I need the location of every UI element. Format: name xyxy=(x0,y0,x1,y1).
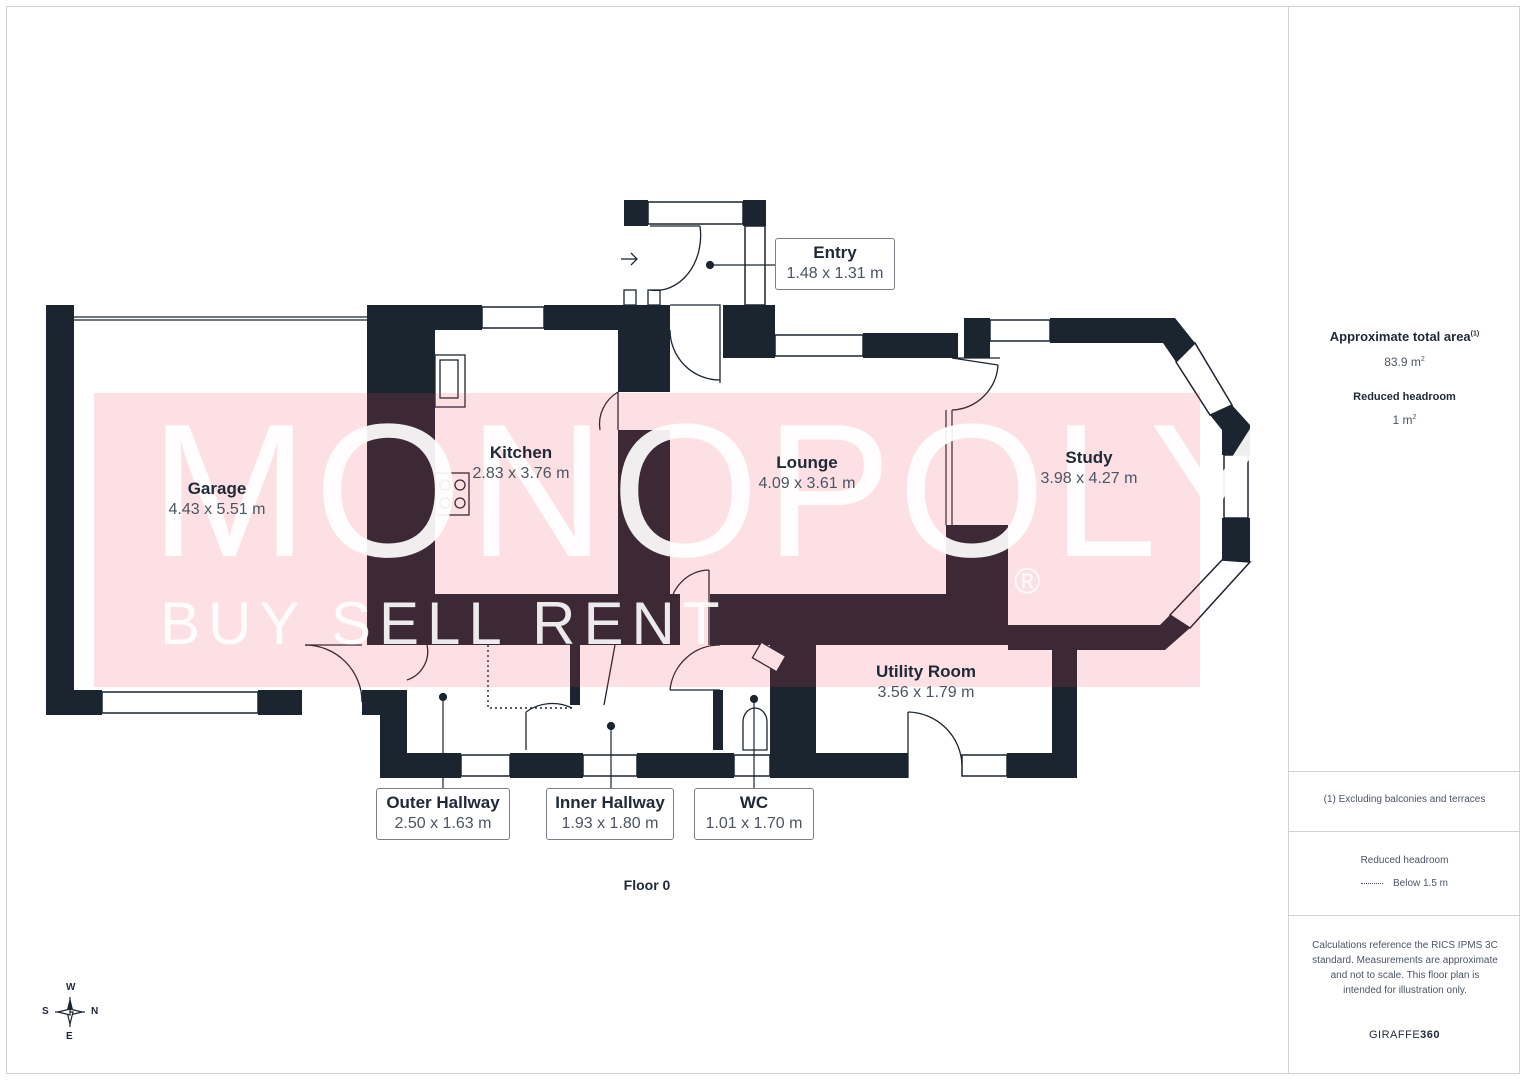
reduced-unit-sup: 2 xyxy=(1412,414,1417,421)
hob-icon xyxy=(434,472,470,516)
room-entry: Entry 1.48 x 1.31 m xyxy=(775,238,895,290)
watermark-tagline: BUY SELL RENT xyxy=(160,590,728,657)
disclaimer: Calculations reference the RICS IPMS 3C … xyxy=(1312,940,1498,996)
area-title: Approximate total area(1) xyxy=(1289,329,1520,344)
legend-item-text: Below 1.5 m xyxy=(1392,878,1449,889)
room-name: Lounge xyxy=(776,453,838,472)
label-leaders xyxy=(438,260,777,789)
room-name: Inner Hallway xyxy=(555,793,665,812)
legend-title: Reduced headroom xyxy=(1360,855,1449,866)
room-wc: WC 1.01 x 1.70 m xyxy=(694,788,814,840)
compass-east: E xyxy=(66,1031,73,1042)
walls xyxy=(46,200,1250,778)
area-value-text: 83.9 m xyxy=(1384,355,1421,369)
divider xyxy=(1289,771,1520,772)
reduced-value-text: 1 m xyxy=(1392,413,1413,427)
room-dims: 1.01 x 1.70 m xyxy=(705,815,803,832)
room-name: Utility Room xyxy=(875,662,977,681)
room-study: Study 3.98 x 4.27 m xyxy=(989,447,1189,490)
room-name: WC xyxy=(739,793,769,812)
divider xyxy=(1289,831,1520,832)
area-unit-sup: 2 xyxy=(1420,356,1425,363)
room-utility: Utility Room 3.56 x 1.79 m xyxy=(826,661,1026,704)
area-value: 83.9 m2 xyxy=(1289,355,1520,369)
room-lounge: Lounge 4.09 x 3.61 m xyxy=(707,452,907,495)
info-sidebar: Approximate total area(1) 83.9 m2 Reduce… xyxy=(1288,6,1520,1074)
doors xyxy=(304,225,999,778)
basin-icon xyxy=(751,641,787,673)
reduced-headroom-title: Reduced headroom xyxy=(1353,391,1456,403)
divider xyxy=(1289,915,1520,916)
windows xyxy=(101,201,1252,777)
brand-light: GIRAFFE xyxy=(1368,1029,1421,1041)
compass-north: N xyxy=(91,1006,99,1017)
room-name: Kitchen xyxy=(489,443,553,462)
room-dims: 3.98 x 4.27 m xyxy=(1040,470,1138,487)
room-dims: 4.43 x 5.51 m xyxy=(168,501,266,518)
room-dims: 2.50 x 1.63 m xyxy=(394,815,492,832)
toilet-icon xyxy=(742,707,768,751)
footnote: (1) Excluding balconies and terraces xyxy=(1323,794,1486,805)
watermark-brand: MONOPOLY xyxy=(150,385,1282,597)
watermark-registered: ® xyxy=(1014,560,1041,601)
compass-west: W xyxy=(66,982,76,993)
floor-plan xyxy=(46,200,1252,1027)
dotted-line-icon xyxy=(1360,882,1383,884)
room-garage: Garage 4.43 x 5.51 m xyxy=(117,478,317,521)
room-dims: 1.93 x 1.80 m xyxy=(561,815,659,832)
room-dims: 3.56 x 1.79 m xyxy=(877,684,975,701)
brand-bold: 360 xyxy=(1420,1029,1441,1041)
thin-lines xyxy=(74,316,1000,525)
floor-label: Floor 0 xyxy=(623,877,671,893)
fixtures xyxy=(434,354,787,751)
room-name: Garage xyxy=(187,479,247,498)
legend-item: Below 1.5 m xyxy=(1289,878,1520,889)
entrance-arrow-icon xyxy=(621,252,638,266)
room-outer-hallway: Outer Hallway 2.50 x 1.63 m xyxy=(376,788,510,840)
reduced-headroom-line xyxy=(487,645,572,709)
room-dims: 1.48 x 1.31 m xyxy=(786,265,884,282)
room-name: Entry xyxy=(813,243,857,262)
room-dims: 2.83 x 3.76 m xyxy=(472,465,570,482)
room-name: Outer Hallway xyxy=(386,793,500,812)
compass-icon xyxy=(55,997,85,1027)
area-footnote-mark: (1) xyxy=(1470,330,1480,338)
area-title-text: Approximate total area xyxy=(1329,329,1471,344)
room-inner-hallway: Inner Hallway 1.93 x 1.80 m xyxy=(546,788,674,840)
giraffe360-logo: GIRAFFE360 xyxy=(1289,1029,1520,1041)
reduced-headroom-value: 1 m2 xyxy=(1289,413,1520,427)
room-name: Study xyxy=(1065,448,1113,467)
room-kitchen: Kitchen 2.83 x 3.76 m xyxy=(421,442,621,485)
compass-south: S xyxy=(42,1006,49,1017)
page-frame xyxy=(6,6,1520,1074)
room-dims: 4.09 x 3.61 m xyxy=(758,475,856,492)
